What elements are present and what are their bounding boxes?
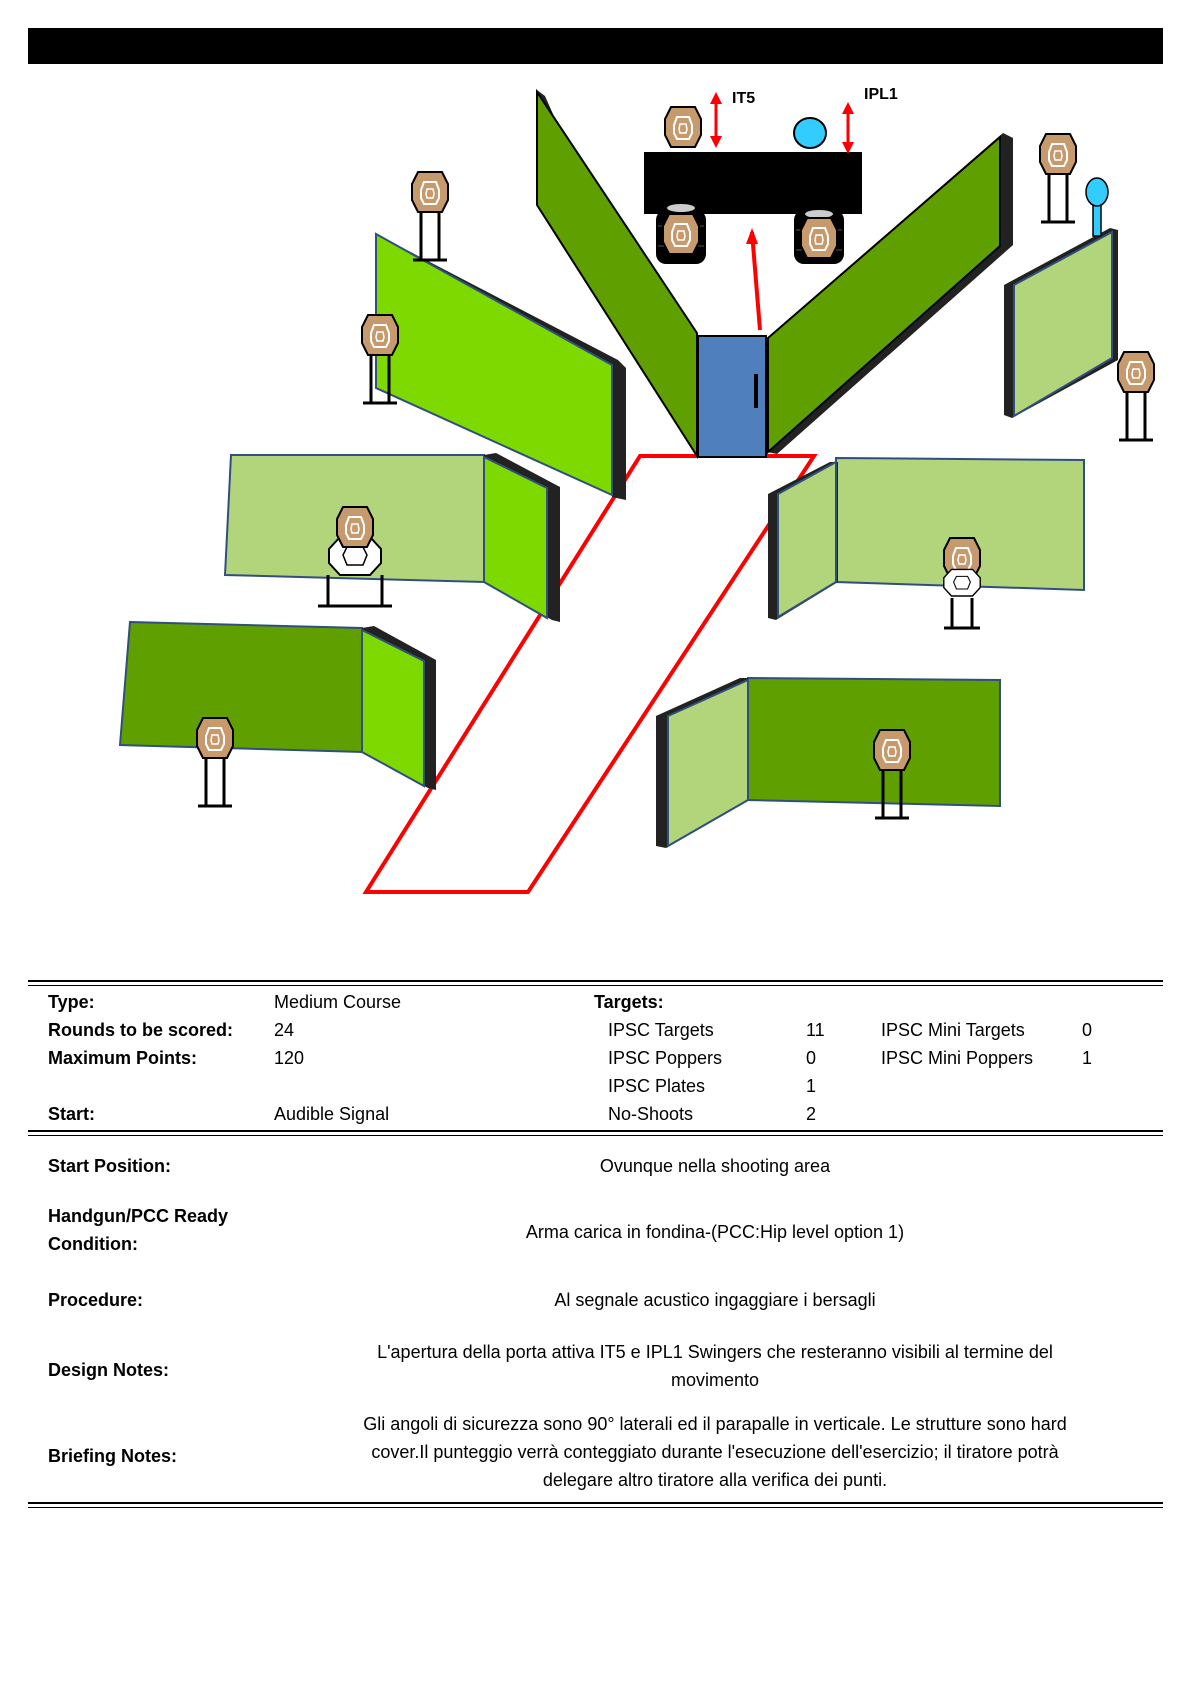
mini-type-name: IPSC Mini Poppers [881,1048,1034,1068]
procedure-value: Al segnale acustico ingaggiare i bersagl… [554,1290,876,1310]
stage-info: Type: Medium Course Targets: Rounds to b… [28,980,1163,1510]
ready-condition-value: Arma carica in fondina-(PCC:Hip level op… [525,1222,905,1242]
start-position-value: Ovunque nella shooting area [599,1156,831,1176]
target-type-name: IPSC Poppers [608,1048,723,1068]
header-bar [28,28,1163,64]
fault-line [362,231,818,894]
target [361,314,399,356]
points-label: Maximum Points: [48,1048,198,1068]
procedure-label: Procedure: [48,1290,144,1310]
briefing-notes-value: cover.Il punteggio verrà conteggiato dur… [371,1442,1059,1462]
wall-center-right [767,134,1001,455]
mini-popper [1085,177,1109,237]
design-notes-value: L'apertura della porta attiva IT5 e IPL1… [377,1342,1053,1362]
swing-arrow-ipl1 [842,102,854,154]
no-shoot [943,568,981,597]
rounds-label: Rounds to be scored: [48,1020,234,1040]
mini-type-count: 1 [1082,1048,1093,1068]
type-value: Medium Course [274,992,402,1012]
target [1117,351,1155,393]
target-type-count: 2 [806,1104,817,1124]
ready-condition-label: Condition: [48,1234,138,1254]
target-type-name: IPSC Plates [608,1076,706,1096]
target [411,171,449,213]
target-type-count: 0 [806,1048,817,1068]
wall-upper-right [1013,230,1113,418]
target [336,506,374,548]
plate-ipl1 [793,117,827,149]
target-type-count: 1 [806,1076,817,1096]
start-label: Start: [48,1104,96,1124]
target-type-name: No-Shoots [608,1104,694,1124]
rounds-value: 24 [274,1020,295,1040]
design-notes-label: Design Notes: [48,1360,170,1380]
mini-type-count: 0 [1082,1020,1093,1040]
label-ipl1: IPL1 [864,86,898,103]
target-type-name: IPSC Targets [608,1020,714,1040]
table [644,152,862,214]
start-value: Audible Signal [274,1104,390,1124]
mini-type-name: IPSC Mini Targets [881,1020,1025,1040]
ready-condition-label: Handgun/PCC Ready [48,1206,229,1226]
door-handle [754,374,758,408]
briefing-notes-value: Gli angoli di sicurezza sono 90° lateral… [363,1414,1067,1434]
target-it5 [664,106,702,148]
label-it5: IT5 [732,90,755,107]
type-label: Type: [48,992,95,1012]
briefing-notes-value: delegare altro tiratore alla verifica de… [542,1470,888,1490]
swing-arrow-it5 [710,92,722,148]
fault-line-arrow [746,228,758,244]
start-position-label: Start Position: [48,1156,172,1176]
targets-label: Targets: [594,992,664,1012]
briefing-notes-label: Briefing Notes: [48,1446,178,1466]
target [1039,133,1077,175]
target-type-count: 11 [806,1020,825,1040]
wall-lower-left [118,620,363,754]
points-value: 120 [274,1048,305,1068]
stage-diagram: IT5 IPL1 [118,86,1155,894]
target [873,729,911,771]
design-notes-value: movimento [670,1370,760,1390]
target [196,717,234,759]
